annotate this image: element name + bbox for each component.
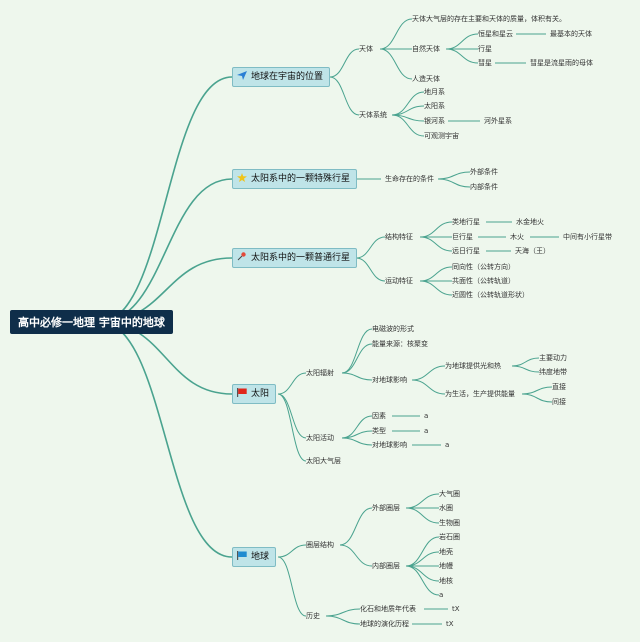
node-asteroid-belt[interactable]: 中间有小行星带	[563, 233, 612, 241]
node-mantle[interactable]: 地幔	[439, 562, 453, 570]
node-basic-body[interactable]: 最基本的天体	[550, 30, 592, 38]
node-far-list[interactable]: 天海（王）	[515, 247, 550, 255]
paper-plane-icon	[237, 71, 247, 80]
node-impact-on-earth[interactable]: 对地球影响	[372, 376, 407, 384]
node-solar-radiation[interactable]: 太阳辐射	[306, 369, 334, 377]
node-coplanar[interactable]: 共面性（公转轨道）	[452, 277, 515, 285]
node-light-heat[interactable]: 为地球提供光和热	[445, 362, 501, 370]
node-factors-value[interactable]: a	[424, 412, 429, 420]
node-earth-moon[interactable]: 地月系	[424, 88, 445, 96]
node-terrestrial-planets[interactable]: 类地行星	[452, 218, 480, 226]
node-comet[interactable]: 彗星	[478, 59, 492, 67]
node-external-conditions[interactable]: 外部条件	[470, 168, 498, 176]
node-life-conditions[interactable]: 生命存在的条件	[385, 175, 434, 183]
node-same-direction[interactable]: 同向性（公转方向）	[452, 263, 515, 271]
node-core[interactable]: 地核	[439, 577, 453, 585]
branch-position-in-universe[interactable]: 地球在宇宙的位置	[232, 67, 331, 87]
node-energy-source[interactable]: 能量来源：核聚变	[372, 340, 428, 348]
node-crust[interactable]: 地壳	[439, 548, 453, 556]
node-core-value[interactable]: a	[439, 591, 444, 599]
red-flag-icon	[237, 388, 247, 397]
node-indirect[interactable]: 间接	[552, 398, 566, 406]
branch-ordinary-planet[interactable]: 太阳系中的一颗普通行星	[232, 248, 358, 268]
node-main-power[interactable]: 主要动力	[539, 354, 567, 362]
node-far-planets[interactable]: 远日行星	[452, 247, 480, 255]
node-types[interactable]: 类型	[372, 427, 386, 435]
node-internal-conditions[interactable]: 内部条件	[470, 183, 498, 191]
node-evolution[interactable]: 地球的演化历程	[360, 620, 409, 628]
node-solar-atmosphere[interactable]: 太阳大气层	[306, 457, 341, 465]
node-celestial-body[interactable]: 天体	[359, 45, 373, 53]
node-celestial-system[interactable]: 天体系统	[359, 111, 387, 119]
node-structure-features[interactable]: 结构特征	[385, 233, 413, 241]
node-terrestrial-list[interactable]: 水金地火	[516, 218, 544, 226]
node-natural-body[interactable]: 自然天体	[412, 45, 440, 53]
node-milky-way[interactable]: 银河系	[424, 117, 445, 125]
node-planet[interactable]: 行星	[478, 45, 492, 53]
node-history[interactable]: 历史	[306, 612, 320, 620]
node-solar-system[interactable]: 太阳系	[424, 102, 445, 110]
node-biosphere[interactable]: 生物圈	[439, 519, 460, 527]
node-types-value[interactable]: a	[424, 427, 429, 435]
node-outer-layers[interactable]: 外部圈层	[372, 504, 400, 512]
node-activity-impact[interactable]: 对地球影响	[372, 441, 407, 449]
node-fossil-value[interactable]: tX	[452, 605, 460, 613]
node-inner-layers[interactable]: 内部圈层	[372, 562, 400, 570]
branch-earth[interactable]: 地球	[232, 547, 277, 567]
node-other-galaxies[interactable]: 河外星系	[484, 117, 512, 125]
branch-special-planet[interactable]: 太阳系中的一颗特殊行星	[232, 169, 358, 189]
node-hydrosphere[interactable]: 水圈	[439, 504, 453, 512]
node-comet-note[interactable]: 彗星是流星雨的母体	[530, 59, 593, 67]
star-icon	[237, 173, 247, 182]
node-lithosphere[interactable]: 岩石圈	[439, 533, 460, 541]
node-latitude-zone[interactable]: 纬度地带	[539, 368, 567, 376]
node-artificial-body[interactable]: 人造天体	[412, 75, 440, 83]
node-observable-universe[interactable]: 可观测宇宙	[424, 132, 459, 140]
node-motion-features[interactable]: 运动特征	[385, 277, 413, 285]
node-giant-list[interactable]: 木火	[510, 233, 524, 241]
node-layer-structure[interactable]: 圈层结构	[306, 541, 334, 549]
node-em-wave[interactable]: 电磁波的形式	[372, 325, 414, 333]
node-evolution-value[interactable]: tX	[446, 620, 454, 628]
node-near-circular[interactable]: 近圆性（公转轨道形状）	[452, 291, 529, 299]
node-solar-activity[interactable]: 太阳活动	[306, 434, 334, 442]
node-giant-planets[interactable]: 巨行星	[452, 233, 473, 241]
root-node[interactable]: 高中必修一地理 宇宙中的地球	[10, 310, 173, 334]
node-atmosphere-note[interactable]: 天体大气层的存在主要和天体的质量，体积有关。	[412, 15, 566, 23]
node-stars-nebula[interactable]: 恒星和星云	[478, 30, 513, 38]
node-production-energy[interactable]: 为生活，生产提供能量	[445, 390, 515, 398]
pin-icon	[237, 252, 246, 261]
blue-flag-icon	[237, 551, 247, 560]
node-fossil-timescale[interactable]: 化石和地质年代表	[360, 605, 416, 613]
node-activity-impact-value[interactable]: a	[445, 441, 450, 449]
branch-sun[interactable]: 太阳	[232, 384, 277, 404]
node-atmosphere[interactable]: 大气圈	[439, 490, 460, 498]
node-factors[interactable]: 因素	[372, 412, 386, 420]
node-direct[interactable]: 直接	[552, 383, 566, 391]
